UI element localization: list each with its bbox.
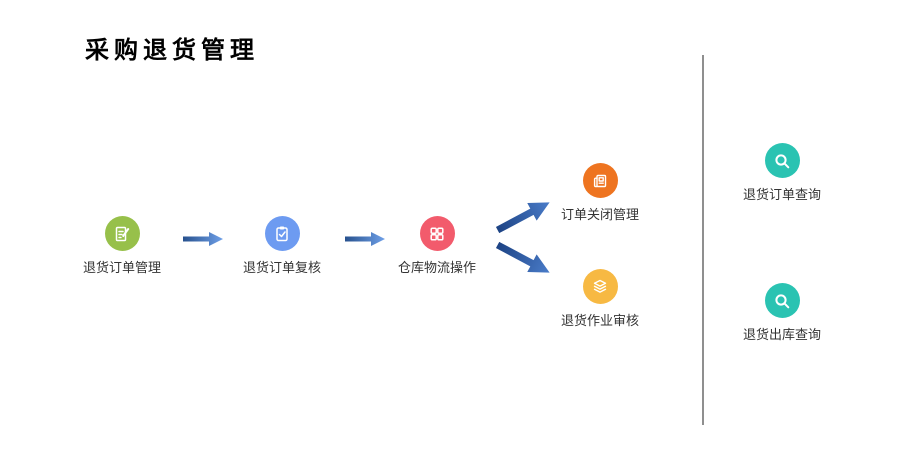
flow-node-return-order-review[interactable]: 退货订单复核 [222, 216, 342, 276]
flow-node-label: 订单关闭管理 [560, 207, 639, 222]
flow-arrow-down-right [495, 241, 550, 273]
search-icon[interactable] [764, 143, 800, 178]
flow-arrow-right [183, 232, 223, 246]
flow-node-label: 退货订单复核 [242, 260, 321, 275]
flow-node-label: 仓库物流操作 [397, 260, 476, 275]
flow-node-order-close-management[interactable]: 订单关闭管理 [540, 163, 660, 223]
query-node-label: 退货订单查询 [742, 187, 821, 202]
flow-node-warehouse-logistics[interactable]: 仓库物流操作 [377, 216, 497, 276]
edit-document-icon[interactable] [104, 216, 140, 251]
query-node-return-outbound-query[interactable]: 退货出库查询 [722, 283, 842, 343]
query-node-return-order-query[interactable]: 退货订单查询 [722, 143, 842, 203]
page-title: 采购退货管理 [85, 38, 259, 64]
flow-arrow-right [345, 232, 385, 246]
query-node-label: 退货出库查询 [742, 327, 821, 342]
flow-node-label: 退货作业审核 [560, 313, 639, 328]
newspaper-icon[interactable] [582, 163, 618, 198]
flow-node-return-job-audit[interactable]: 退货作业审核 [540, 269, 660, 329]
layers-icon[interactable] [582, 269, 618, 304]
section-divider [702, 55, 704, 425]
flow-node-return-order-management[interactable]: 退货订单管理 [62, 216, 182, 276]
flow-node-label: 退货订单管理 [82, 260, 161, 275]
app-grid-icon[interactable] [419, 216, 455, 251]
flow-arrow-up-right [495, 202, 550, 234]
search-icon[interactable] [764, 283, 800, 318]
clipboard-check-icon[interactable] [264, 216, 300, 251]
